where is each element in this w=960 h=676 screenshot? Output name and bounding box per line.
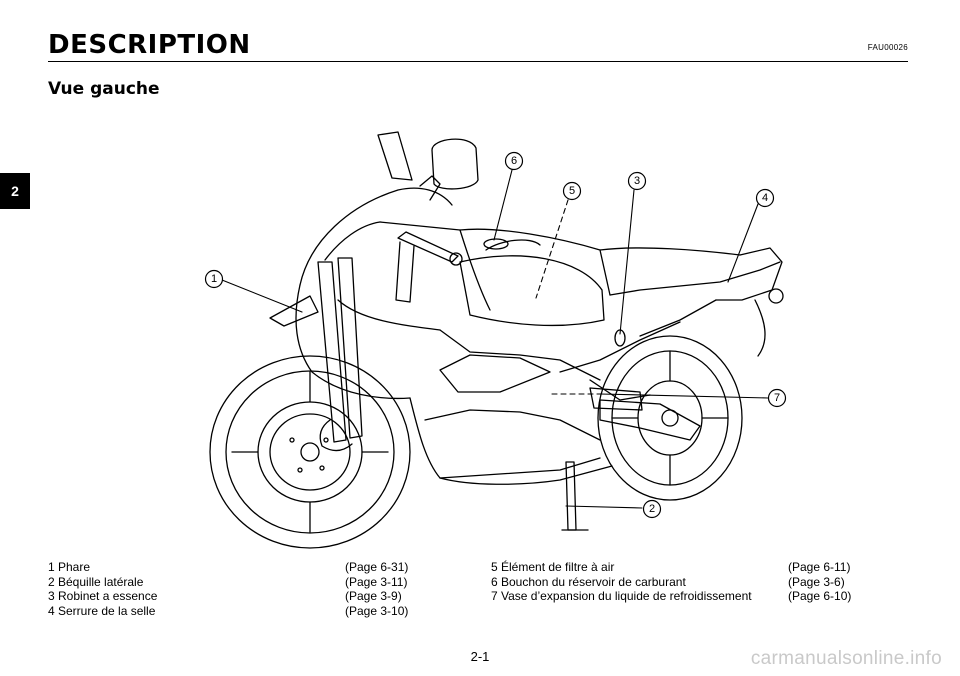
callout-5-circle: [562, 181, 582, 201]
header-divider: [48, 61, 908, 62]
legend-item: 2 Béquille latérale (Page 3-11): [48, 575, 408, 590]
legend-item-page: (Page 6-11): [788, 560, 851, 574]
legend-item: 7 Vase d’expansion du liquide de refroid…: [491, 589, 851, 604]
rear-wheel: [597, 335, 743, 501]
legend-item-label: 1 Phare: [48, 560, 91, 574]
callout-3-label: 3: [634, 175, 640, 187]
page-title: DESCRIPTION: [48, 30, 251, 60]
legend-item-label: 4 Serrure de la selle: [48, 603, 156, 618]
legend-item-label: 6 Bouchon du réservoir de carburant: [491, 574, 686, 589]
callout-6-label: 6: [511, 155, 517, 167]
section-title: Vue gauche: [48, 79, 160, 99]
legend-item: 1 Phare (Page 6-31): [48, 560, 408, 575]
legend-left-column: 1 Phare (Page 6-31) 2 Béquille latérale …: [48, 560, 408, 618]
watermark: carmanualsonline.info: [750, 648, 942, 669]
coolant-reservoir: [589, 387, 643, 411]
callout-4-label: 4: [762, 192, 768, 204]
legend-item-page: (Page 3-9): [345, 589, 402, 604]
callout-7-label: 7: [774, 392, 780, 404]
callout-2-label: 2: [649, 503, 655, 515]
callout-leaders: [221, 169, 769, 509]
callout-6-circle: [504, 151, 524, 171]
callout-1-circle: [204, 269, 224, 289]
legend-item-label: 5 Élément de filtre à air: [491, 560, 615, 574]
legend-item-page: (Page 6-10): [788, 589, 852, 604]
windscreen-and-mirror: [377, 131, 479, 201]
rear-light: [768, 288, 784, 304]
front-forks: [317, 257, 363, 452]
legend-right-column: 5 Élément de filtre à air (Page 6-11) 6 …: [491, 560, 851, 604]
motorcycle-left-view-illustration: 1 2 3 4 5 6 7: [204, 131, 787, 549]
legend-item-page: (Page 3-6): [788, 574, 845, 589]
legend-item-label: 3 Robinet a essence: [48, 589, 158, 604]
legend-item-label: 2 Béquille latérale: [48, 574, 144, 589]
callout-1-label: 1: [211, 273, 217, 285]
legend-item-page: (Page 6-31): [345, 560, 409, 574]
callout-5-label: 5: [569, 185, 575, 197]
callout-4-circle: [755, 188, 775, 208]
front-wheel: [209, 355, 411, 549]
legend-item: 4 Serrure de la selle (Page 3-10): [48, 604, 408, 619]
legend-item: 6 Bouchon du réservoir de carburant (Pag…: [491, 575, 851, 590]
legend-item-page: (Page 3-10): [345, 603, 409, 618]
side-stand: [561, 461, 589, 531]
callout-7-circle: [767, 388, 787, 408]
exhaust: [599, 399, 701, 441]
legend-item-page: (Page 3-11): [345, 574, 408, 589]
callout-3-circle: [627, 171, 647, 191]
legend-item-label: 7 Vase d’expansion du liquide de refroid…: [491, 589, 752, 604]
chapter-tab: 2: [0, 173, 30, 209]
page-number: 2-1: [470, 649, 490, 664]
handlebar: [395, 231, 463, 303]
document-code: FAU00026: [867, 43, 908, 52]
fairing: [269, 187, 783, 485]
legend-item: 3 Robinet a essence (Page 3-9): [48, 589, 408, 604]
callout-2-circle: [642, 499, 662, 519]
legend-item: 5 Élément de filtre à air (Page 6-11): [491, 560, 851, 575]
fuel-tank: [459, 238, 605, 327]
